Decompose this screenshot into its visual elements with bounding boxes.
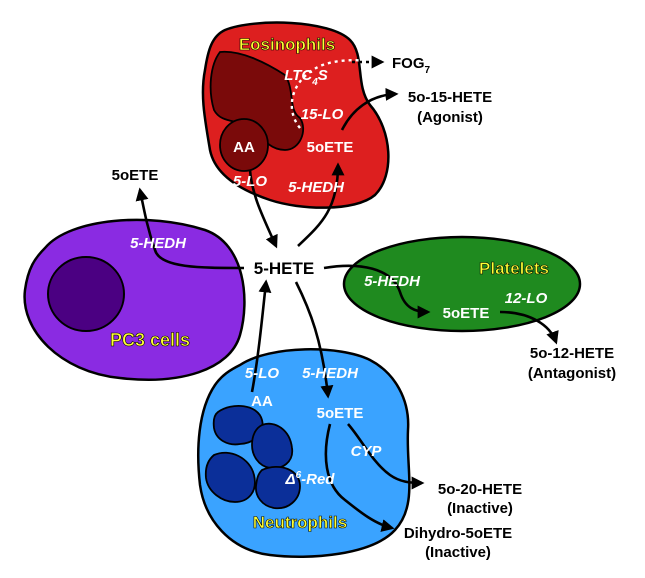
fog7-label: FOG7 bbox=[392, 55, 431, 76]
pc3-name: PC3 cells bbox=[110, 330, 190, 350]
arrow-eos-aa-to-5hete bbox=[248, 169, 278, 249]
neut-red-label: Δ6-Red bbox=[285, 470, 336, 488]
eos-ltc4s-label: LTC4S bbox=[284, 67, 328, 88]
neutrophil-nucleus-lobe-4 bbox=[255, 465, 301, 510]
plt-product-note: (Antagonist) bbox=[528, 365, 616, 382]
neut-5oete-label: 5oETE bbox=[317, 405, 364, 422]
eos-product-label: 5o-15-HETE bbox=[408, 89, 492, 106]
eos-ltc4s-main: LTC bbox=[284, 67, 313, 84]
neut-red-delta: Δ bbox=[285, 471, 296, 488]
fog7-main: FOG bbox=[392, 55, 425, 72]
eosinophil-cell bbox=[201, 21, 390, 209]
eos-ltc4s-end: S bbox=[318, 67, 328, 84]
eos-product-note: (Agonist) bbox=[417, 109, 483, 126]
eosinophil-nucleus-round bbox=[219, 118, 269, 172]
eos-aa-label: AA bbox=[233, 139, 255, 156]
arrow-neut-aa-to-5hete bbox=[250, 279, 272, 393]
eosinophil-nucleus-lobe bbox=[209, 50, 305, 151]
platelets-name: Platelets bbox=[479, 259, 549, 278]
pc3-nucleus bbox=[47, 256, 125, 332]
arrow-neut-to-dihydro bbox=[324, 423, 395, 532]
eos-ltc4s-sub: 4 bbox=[311, 77, 318, 88]
pc3-5oete-label: 5oETE bbox=[112, 167, 159, 184]
fog7-sub: 7 bbox=[425, 65, 431, 76]
eos-5oete-label: 5oETE bbox=[307, 139, 354, 156]
neut-product2-note: (Inactive) bbox=[425, 544, 491, 561]
plt-5hedh-label: 5-HEDH bbox=[364, 273, 421, 290]
arrow-neut-to-5o20hete bbox=[347, 423, 425, 490]
neutrophil-nucleus-lobe-1 bbox=[212, 405, 264, 446]
neut-red-end: -Red bbox=[301, 471, 335, 488]
neut-cyp-label: CYP bbox=[351, 443, 383, 460]
eos-5hedh-label: 5-HEDH bbox=[288, 179, 345, 196]
neutrophil-membrane bbox=[196, 348, 411, 558]
neut-product1-label: 5o-20-HETE bbox=[438, 481, 522, 498]
neut-product1-note: (Inactive) bbox=[447, 500, 513, 517]
neut-5lo-label: 5-LO bbox=[245, 365, 280, 382]
neutrophils-name: Neutrophils bbox=[253, 513, 347, 532]
neut-red-sup: 6 bbox=[296, 470, 302, 481]
eos-15lo-label: 15-LO bbox=[301, 106, 344, 123]
neut-5hedh-label: 5-HEDH bbox=[302, 365, 359, 382]
neut-aa-label: AA bbox=[251, 393, 273, 410]
plt-12lo-label: 12-LO bbox=[505, 290, 548, 307]
arrow-eos-to-5o15hete bbox=[340, 87, 399, 131]
plt-product-label: 5o-12-HETE bbox=[530, 345, 614, 362]
platelet-membrane bbox=[342, 235, 582, 333]
neutrophil-nucleus-lobe-3 bbox=[204, 451, 256, 503]
neutrophil-cell bbox=[196, 348, 411, 558]
center-5hete-label: 5-HETE bbox=[254, 259, 314, 278]
platelet-cell bbox=[342, 235, 582, 333]
arrow-5hete-to-pc3-5oete bbox=[135, 187, 245, 270]
pc3-cell bbox=[23, 218, 246, 381]
plt-5oete-label: 5oETE bbox=[443, 305, 490, 322]
arrow-5hete-to-eos-5oete bbox=[297, 162, 345, 247]
arrow-5hete-to-neut-5oete bbox=[294, 281, 334, 399]
pc3-5hedh-label: 5-HEDH bbox=[130, 235, 187, 252]
eos-5lo-label: 5-LO bbox=[233, 173, 268, 190]
arrow-5hete-to-platelet-5oete bbox=[323, 264, 431, 319]
neut-product2-label: Dihydro-5oETE bbox=[404, 525, 512, 542]
arrow-platelet-to-5o12hete bbox=[499, 310, 559, 345]
eosinophils-name: Eosinophils bbox=[239, 35, 335, 54]
